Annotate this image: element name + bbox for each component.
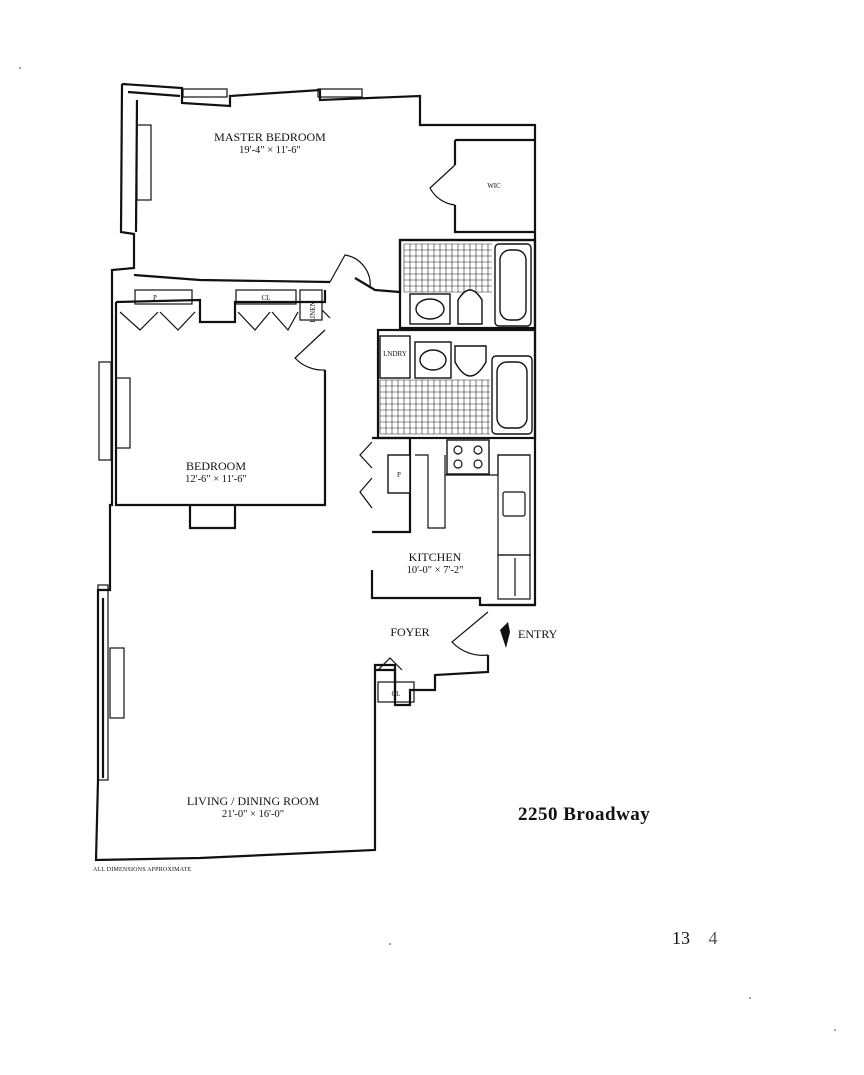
linen-label: LINEN xyxy=(309,302,317,323)
entry-area xyxy=(373,611,510,703)
living-room-name: LIVING / DINING ROOM xyxy=(187,794,320,808)
page-number: 13 4 xyxy=(672,928,718,949)
dimensions-note: ALL DIMENSIONS APPROXIMATE xyxy=(93,867,192,873)
kitchen xyxy=(359,436,535,607)
building-address: 2250 Broadway xyxy=(518,804,651,825)
windows xyxy=(97,88,363,781)
scan-specks xyxy=(19,67,836,1031)
closet-label-1: CL xyxy=(262,294,271,302)
bedroom-name: BEDROOM xyxy=(186,459,246,473)
entry-arrow-icon xyxy=(500,622,510,648)
laundry-label: LNDRY xyxy=(383,350,407,358)
living-room-dims: 21'-0" × 16'-0" xyxy=(222,809,284,820)
page-number-suffix: 4 xyxy=(708,928,718,948)
wic-label: WIC xyxy=(487,182,501,190)
kitchen-dims: 10'-0" × 7'-2" xyxy=(407,565,464,576)
bathroom-2 xyxy=(376,328,537,440)
pantry-label-2: P xyxy=(397,471,401,479)
bedroom-dims: 12'-6" × 11'-6" xyxy=(185,474,247,485)
bathroom-1 xyxy=(398,238,537,330)
bedroom-walls xyxy=(114,289,331,530)
pantry-label-1: P xyxy=(153,294,157,302)
entry-label: ENTRY xyxy=(518,627,558,641)
kitchen-name: KITCHEN xyxy=(409,550,462,564)
master-bedroom-name: MASTER BEDROOM xyxy=(214,130,326,144)
page-number-main: 13 xyxy=(672,928,690,948)
foyer-name: FOYER xyxy=(390,625,429,639)
closet-label-2: CL xyxy=(392,690,401,698)
master-bedroom-walls xyxy=(133,138,535,294)
master-bedroom-dims: 19'-4" × 11'-6" xyxy=(239,145,301,156)
